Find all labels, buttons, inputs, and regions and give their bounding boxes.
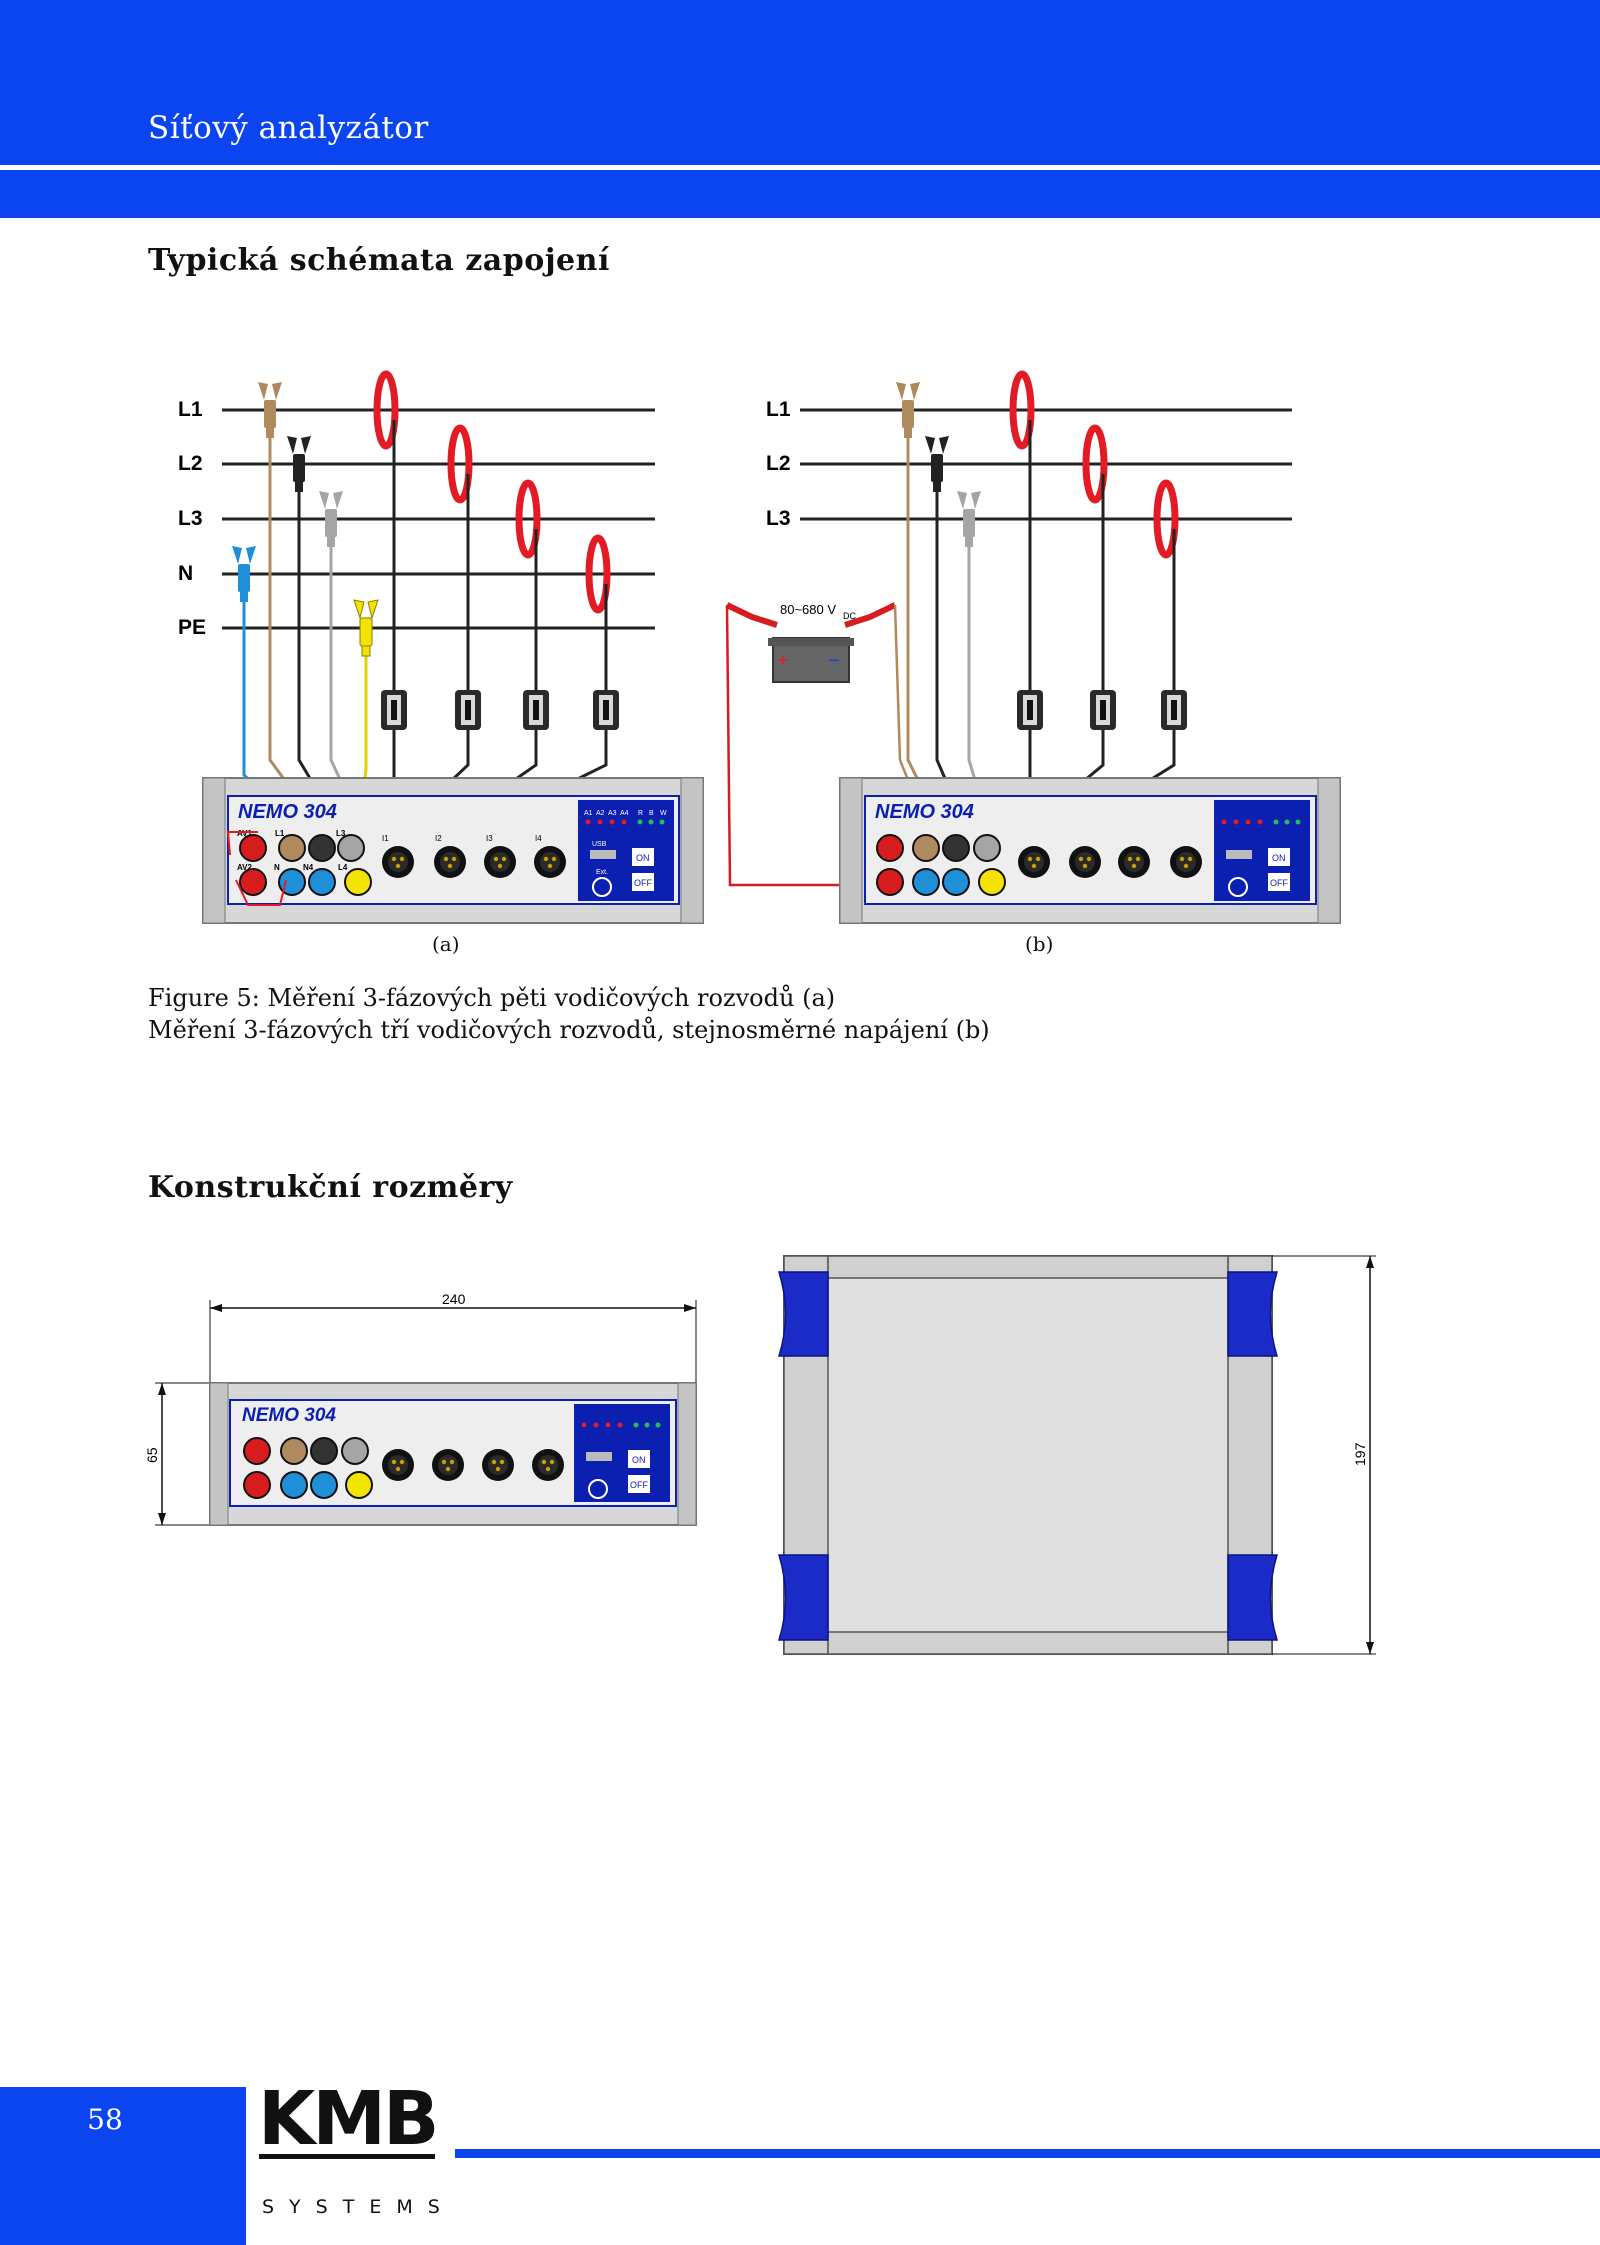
svg-text:L1: L1 [275, 829, 285, 838]
page-number: 58 [87, 2103, 123, 2136]
device-model-a: NEMO 304 [238, 801, 337, 823]
svg-text:USB: USB [592, 841, 607, 848]
svg-text:ON: ON [636, 853, 650, 863]
dimension-drawings: 240 65 NEMO 304 ON OFF [144, 1255, 1376, 1655]
sublabel-b: (b) [1025, 932, 1054, 956]
line-label-b-l3: L3 [766, 507, 791, 530]
figure-caption: Figure 5: Měření 3-fázových pěti vodičov… [148, 982, 990, 1046]
svg-text:ON: ON [1272, 853, 1286, 863]
section-title-dimensions: Konstrukční rozměry [148, 1170, 513, 1205]
svg-text:L3: L3 [336, 829, 346, 838]
section-title-wiring: Typická schémata zapojení [148, 243, 610, 278]
svg-text:+: + [777, 650, 789, 672]
current-coils-a [373, 370, 611, 614]
device-model-dim: NEMO 304 [242, 1405, 336, 1426]
footer-line [455, 2149, 1600, 2158]
line-label-n: N [178, 562, 193, 585]
svg-text:W: W [660, 810, 667, 817]
sublabel-a: (a) [432, 932, 460, 956]
svg-text:I3: I3 [486, 834, 493, 843]
diagram-a: L1 L2 L3 N PE [178, 370, 704, 924]
line-label-pe: PE [178, 616, 206, 639]
front-view: 240 65 NEMO 304 ON OFF [144, 1291, 697, 1526]
line-label-b-l1: L1 [766, 398, 791, 421]
svg-text:I1: I1 [382, 834, 389, 843]
svg-text:OFF: OFF [630, 1480, 648, 1490]
device-front-a: NEMO 304 AV1 L1 L3 AV2 N N4 L4 [202, 777, 704, 924]
line-label-l1: L1 [178, 398, 203, 421]
svg-text:B: B [649, 810, 654, 817]
svg-text:DC: DC [843, 611, 856, 621]
device-front-b: NEMO 304 ON OFF [839, 777, 1341, 924]
svg-text:Ext.: Ext. [596, 869, 608, 876]
svg-text:OFF: OFF [634, 878, 652, 888]
header-bar [0, 0, 1600, 165]
svg-text:N: N [274, 863, 280, 872]
footer-block [0, 2087, 246, 2245]
dim-width: 240 [442, 1291, 466, 1307]
caption-line-1: Figure 5: Měření 3-fázových pěti vodičov… [148, 984, 836, 1012]
svg-text:AV1: AV1 [237, 829, 253, 838]
device-model-b: NEMO 304 [875, 801, 974, 823]
svg-text:AV2: AV2 [237, 863, 253, 872]
dim-depth: 197 [1352, 1442, 1368, 1466]
svg-text:−: − [828, 650, 840, 672]
kmb-logo-subtitle: SYSTEMS [262, 2196, 455, 2218]
svg-text:80~680 V: 80~680 V [780, 602, 836, 617]
header-sub-bar [0, 170, 1600, 218]
logo-underline [259, 2154, 435, 2159]
header-title: Síťový analyzátor [148, 110, 429, 146]
svg-text:I4: I4 [535, 834, 542, 843]
battery: 80~680 V DC + − [725, 602, 914, 887]
svg-text:A3: A3 [608, 810, 617, 817]
kmb-logo: KMB [258, 2076, 439, 2162]
diagram-b: L1 L2 L3 [725, 370, 1341, 924]
svg-text:L4: L4 [338, 863, 348, 872]
svg-text:A2: A2 [596, 810, 605, 817]
svg-text:A1: A1 [584, 810, 593, 817]
svg-text:OFF: OFF [1270, 878, 1288, 888]
line-label-l3: L3 [178, 507, 203, 530]
svg-text:A4: A4 [620, 810, 629, 817]
line-label-b-l2: L2 [766, 452, 791, 475]
svg-text:I2: I2 [435, 834, 442, 843]
svg-text:N4: N4 [303, 863, 314, 872]
line-label-l2: L2 [178, 452, 203, 475]
wiring-diagrams: L1 L2 L3 N PE [178, 370, 1341, 924]
svg-text:ON: ON [632, 1455, 646, 1465]
top-view: 197 [777, 1255, 1376, 1655]
caption-line-2: Měření 3-fázových tří vodičových rozvodů… [148, 1016, 990, 1044]
dim-height: 65 [144, 1447, 160, 1463]
svg-text:R: R [638, 810, 643, 817]
